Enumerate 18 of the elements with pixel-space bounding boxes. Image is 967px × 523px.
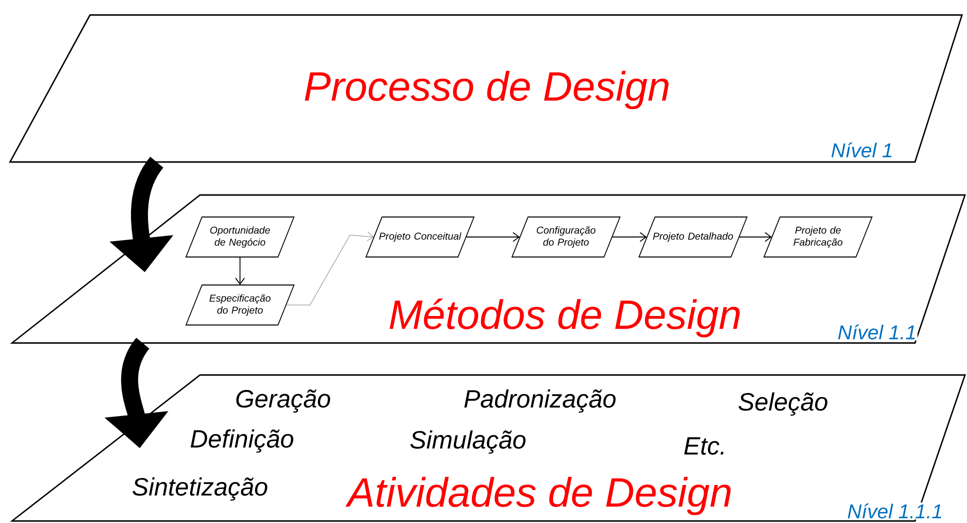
arrow: [466, 232, 520, 242]
activity-label: Sintetização: [132, 477, 268, 501]
layer-title: Atividades de Design: [345, 476, 731, 516]
arrow: [738, 232, 772, 242]
arrow: [612, 232, 647, 242]
arrow: [286, 232, 374, 306]
level-label: Nível 1: [830, 142, 894, 158]
activity-label: Simulação: [410, 430, 526, 454]
activity-label: Definição: [190, 429, 294, 453]
arrow: [235, 256, 245, 285]
activity-label: Etc.: [684, 437, 724, 455]
level-label: Nível 1.1.1: [846, 502, 944, 520]
activity-label: Padronização: [464, 389, 616, 413]
layer-title: Processo de Design: [304, 70, 668, 110]
activity-label: Seleção: [738, 392, 828, 416]
activity-label: Geração: [236, 389, 330, 413]
layer-title: Métodos de Design: [390, 298, 740, 338]
level-label: Nível 1.1: [836, 324, 918, 340]
